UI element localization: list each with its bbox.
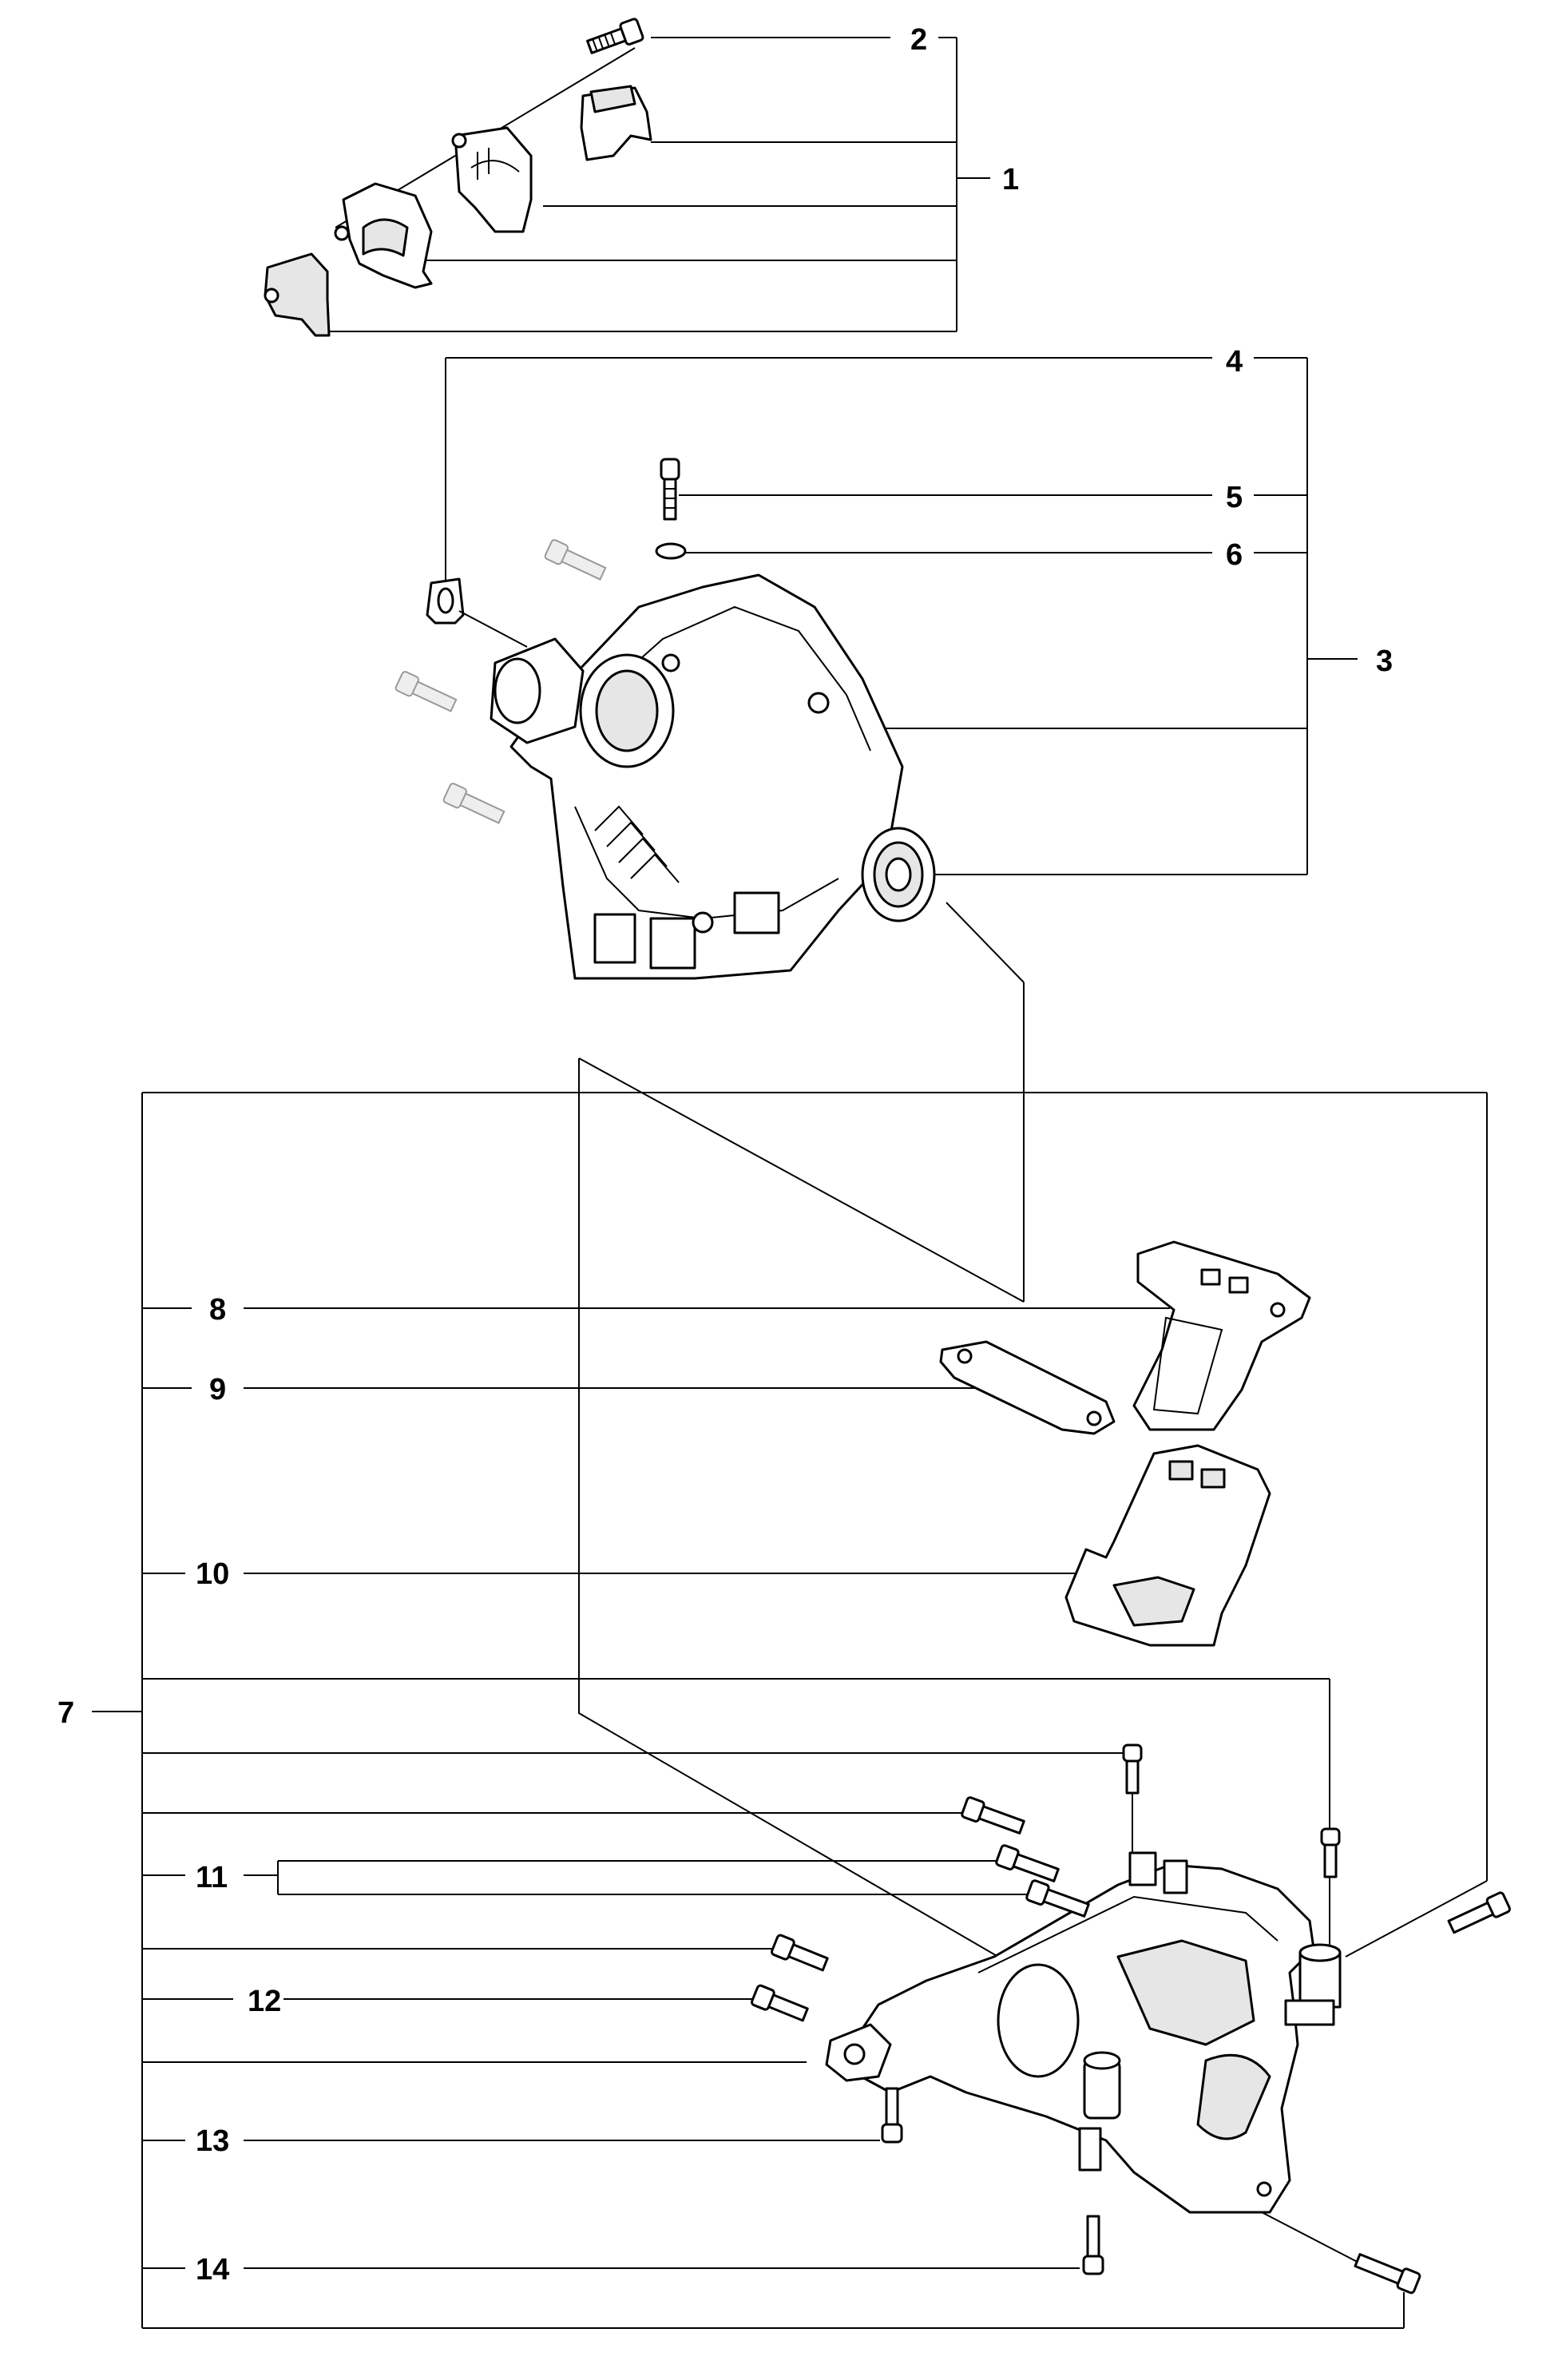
- screw-part-13: [881, 2087, 903, 2144]
- gasket-plate-part-9: [939, 1340, 1116, 1435]
- screw-11-b: [995, 1844, 1060, 1882]
- screw-12-b: [751, 1984, 809, 2022]
- callout-12: 12: [248, 1985, 281, 2018]
- callout-4: 4: [1226, 345, 1243, 379]
- crankcase-half-part-3: [490, 573, 904, 980]
- callout-8: 8: [209, 1293, 226, 1327]
- circlip-part-6: [655, 542, 687, 560]
- screw-ghost-1: [544, 539, 607, 581]
- callout-13: 13: [196, 2124, 229, 2158]
- screw-ghost-2: [394, 671, 458, 712]
- screw-ghost-3: [442, 783, 505, 824]
- callout-10: 10: [196, 1557, 229, 1591]
- callout-11: 11: [196, 1861, 228, 1894]
- leader-lines-group-3: [445, 357, 1358, 1302]
- gasket-tab-part-4: [426, 577, 528, 648]
- screw-part-14: [1082, 2215, 1104, 2275]
- gasket-frame-part-8: [1132, 1240, 1311, 1431]
- callout-1: 1: [1002, 163, 1019, 196]
- clamp-upper-half: [451, 126, 533, 233]
- screw-7-bottom-right: [1354, 2253, 1421, 2295]
- callout-2: 2: [910, 23, 927, 57]
- leader-lines-group-1: [323, 37, 990, 332]
- callout-9: 9: [209, 1373, 226, 1406]
- callout-14: 14: [196, 2253, 229, 2287]
- lower-cover-part-10: [1064, 1444, 1271, 1647]
- crankcase-lower-part-7: [825, 1851, 1342, 2214]
- callout-5: 5: [1226, 481, 1243, 514]
- screw-12-a: [771, 1934, 829, 1972]
- screw-7-far-right: [1447, 1891, 1511, 1934]
- clamp-lower-cap: [264, 252, 331, 337]
- callout-3: 3: [1376, 645, 1393, 678]
- bearing: [861, 827, 936, 922]
- clamp-lower-half: [334, 182, 433, 289]
- screw-11-c: [1025, 1879, 1090, 1918]
- screw-part-5: [660, 458, 680, 521]
- screw-part-2: [586, 18, 644, 54]
- callout-7: 7: [57, 1696, 74, 1730]
- screw-7-top: [1122, 1743, 1143, 1795]
- clamp-upper-cap: [580, 85, 652, 161]
- screw-7-right: [1320, 1827, 1341, 1878]
- callout-6: 6: [1226, 538, 1243, 572]
- screw-11-a: [961, 1796, 1025, 1835]
